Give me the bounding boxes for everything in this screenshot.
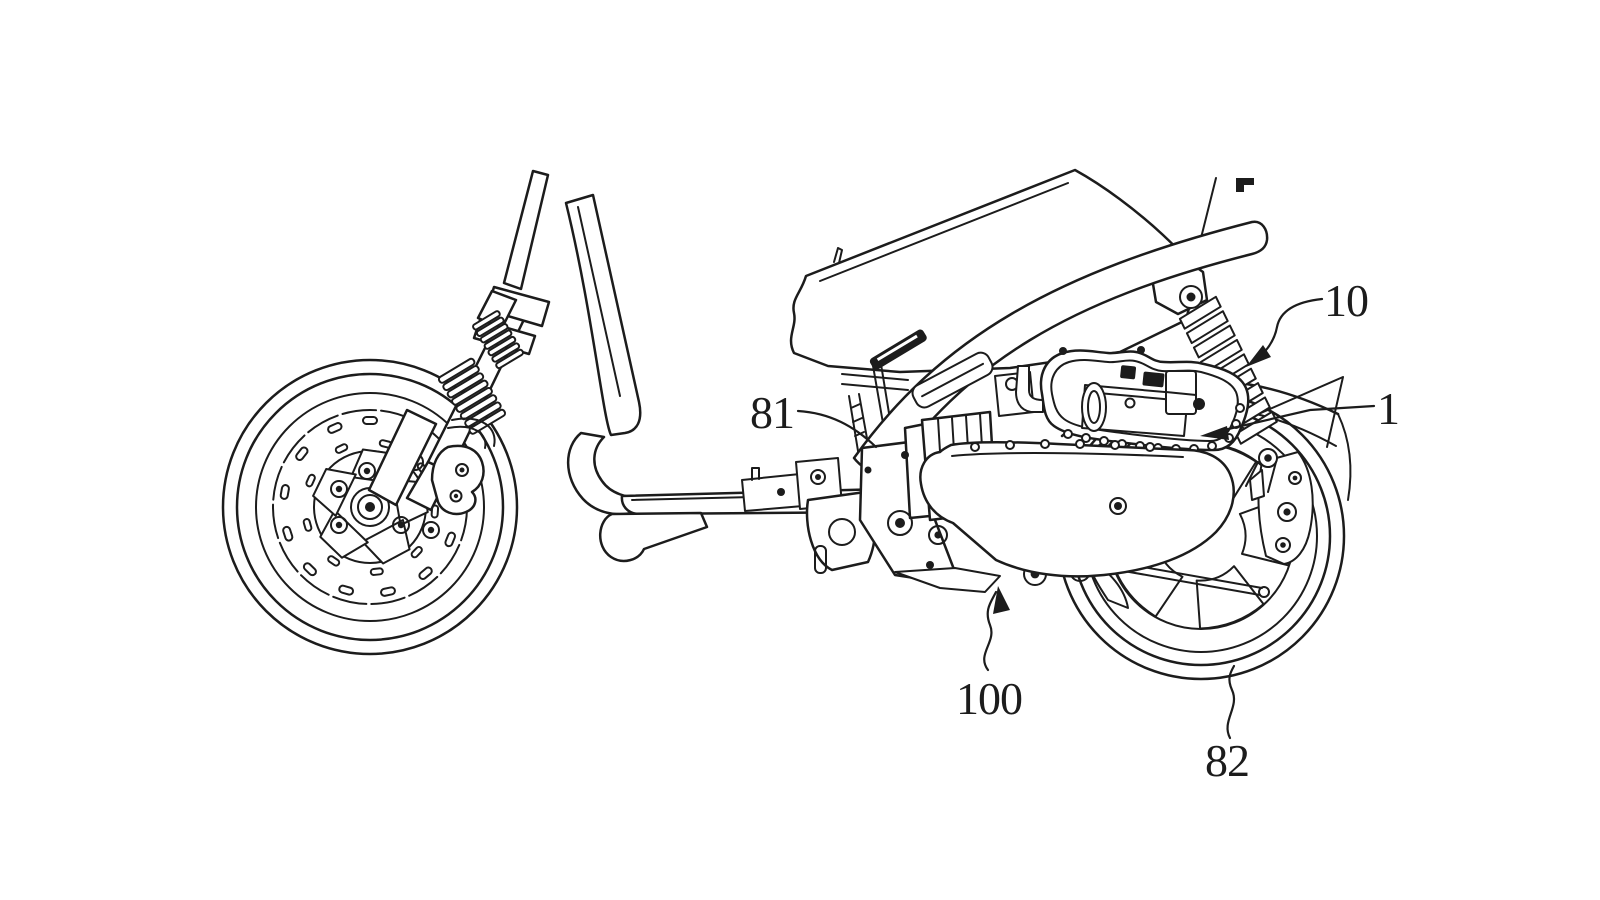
- cvt-cover: [919, 439, 1235, 578]
- rear-brake-bracket: [1257, 451, 1314, 565]
- cam-cover: [911, 351, 994, 409]
- frame-strut-81: [848, 357, 896, 458]
- ref-label-10: 10: [1324, 275, 1368, 326]
- arrowhead-100: [993, 586, 1010, 614]
- fork-gaiter-lower: [437, 357, 507, 435]
- lower-arm: [894, 567, 1001, 593]
- head-tube: [564, 193, 642, 437]
- fork-gaiter-upper: [472, 310, 524, 370]
- cropped-mark: [1236, 178, 1254, 192]
- ref-label-82: 82: [1205, 735, 1249, 786]
- brake-hose: [451, 417, 496, 447]
- leader-81: [796, 409, 878, 449]
- transmission-housing: [1039, 346, 1250, 454]
- ref-label-100: 100: [956, 673, 1022, 724]
- front-brake-caliper: [430, 444, 485, 516]
- fork-lower-leg: [367, 408, 438, 507]
- leader-1: [1222, 404, 1376, 432]
- leader-82: [1226, 664, 1236, 740]
- seat-edge-line: [819, 182, 1069, 282]
- ref-label-1: 1: [1377, 383, 1399, 434]
- arrowhead-10: [1246, 345, 1271, 367]
- front-fork: [367, 169, 551, 516]
- device-in-housing: [1081, 365, 1205, 437]
- breather-pipe: [1015, 365, 1044, 413]
- frame: [564, 193, 890, 563]
- reference-labels: 10 1 81 100 82: [750, 275, 1400, 786]
- seat-tab: [833, 247, 843, 264]
- frame-mounted-component: [869, 329, 927, 370]
- center-stand: [599, 511, 709, 563]
- ref-label-81: 81: [750, 387, 794, 438]
- leader-100: [983, 590, 998, 672]
- front-hub-bolts: [330, 453, 440, 539]
- arrowhead-1: [1200, 426, 1229, 440]
- steering-stem: [502, 169, 550, 291]
